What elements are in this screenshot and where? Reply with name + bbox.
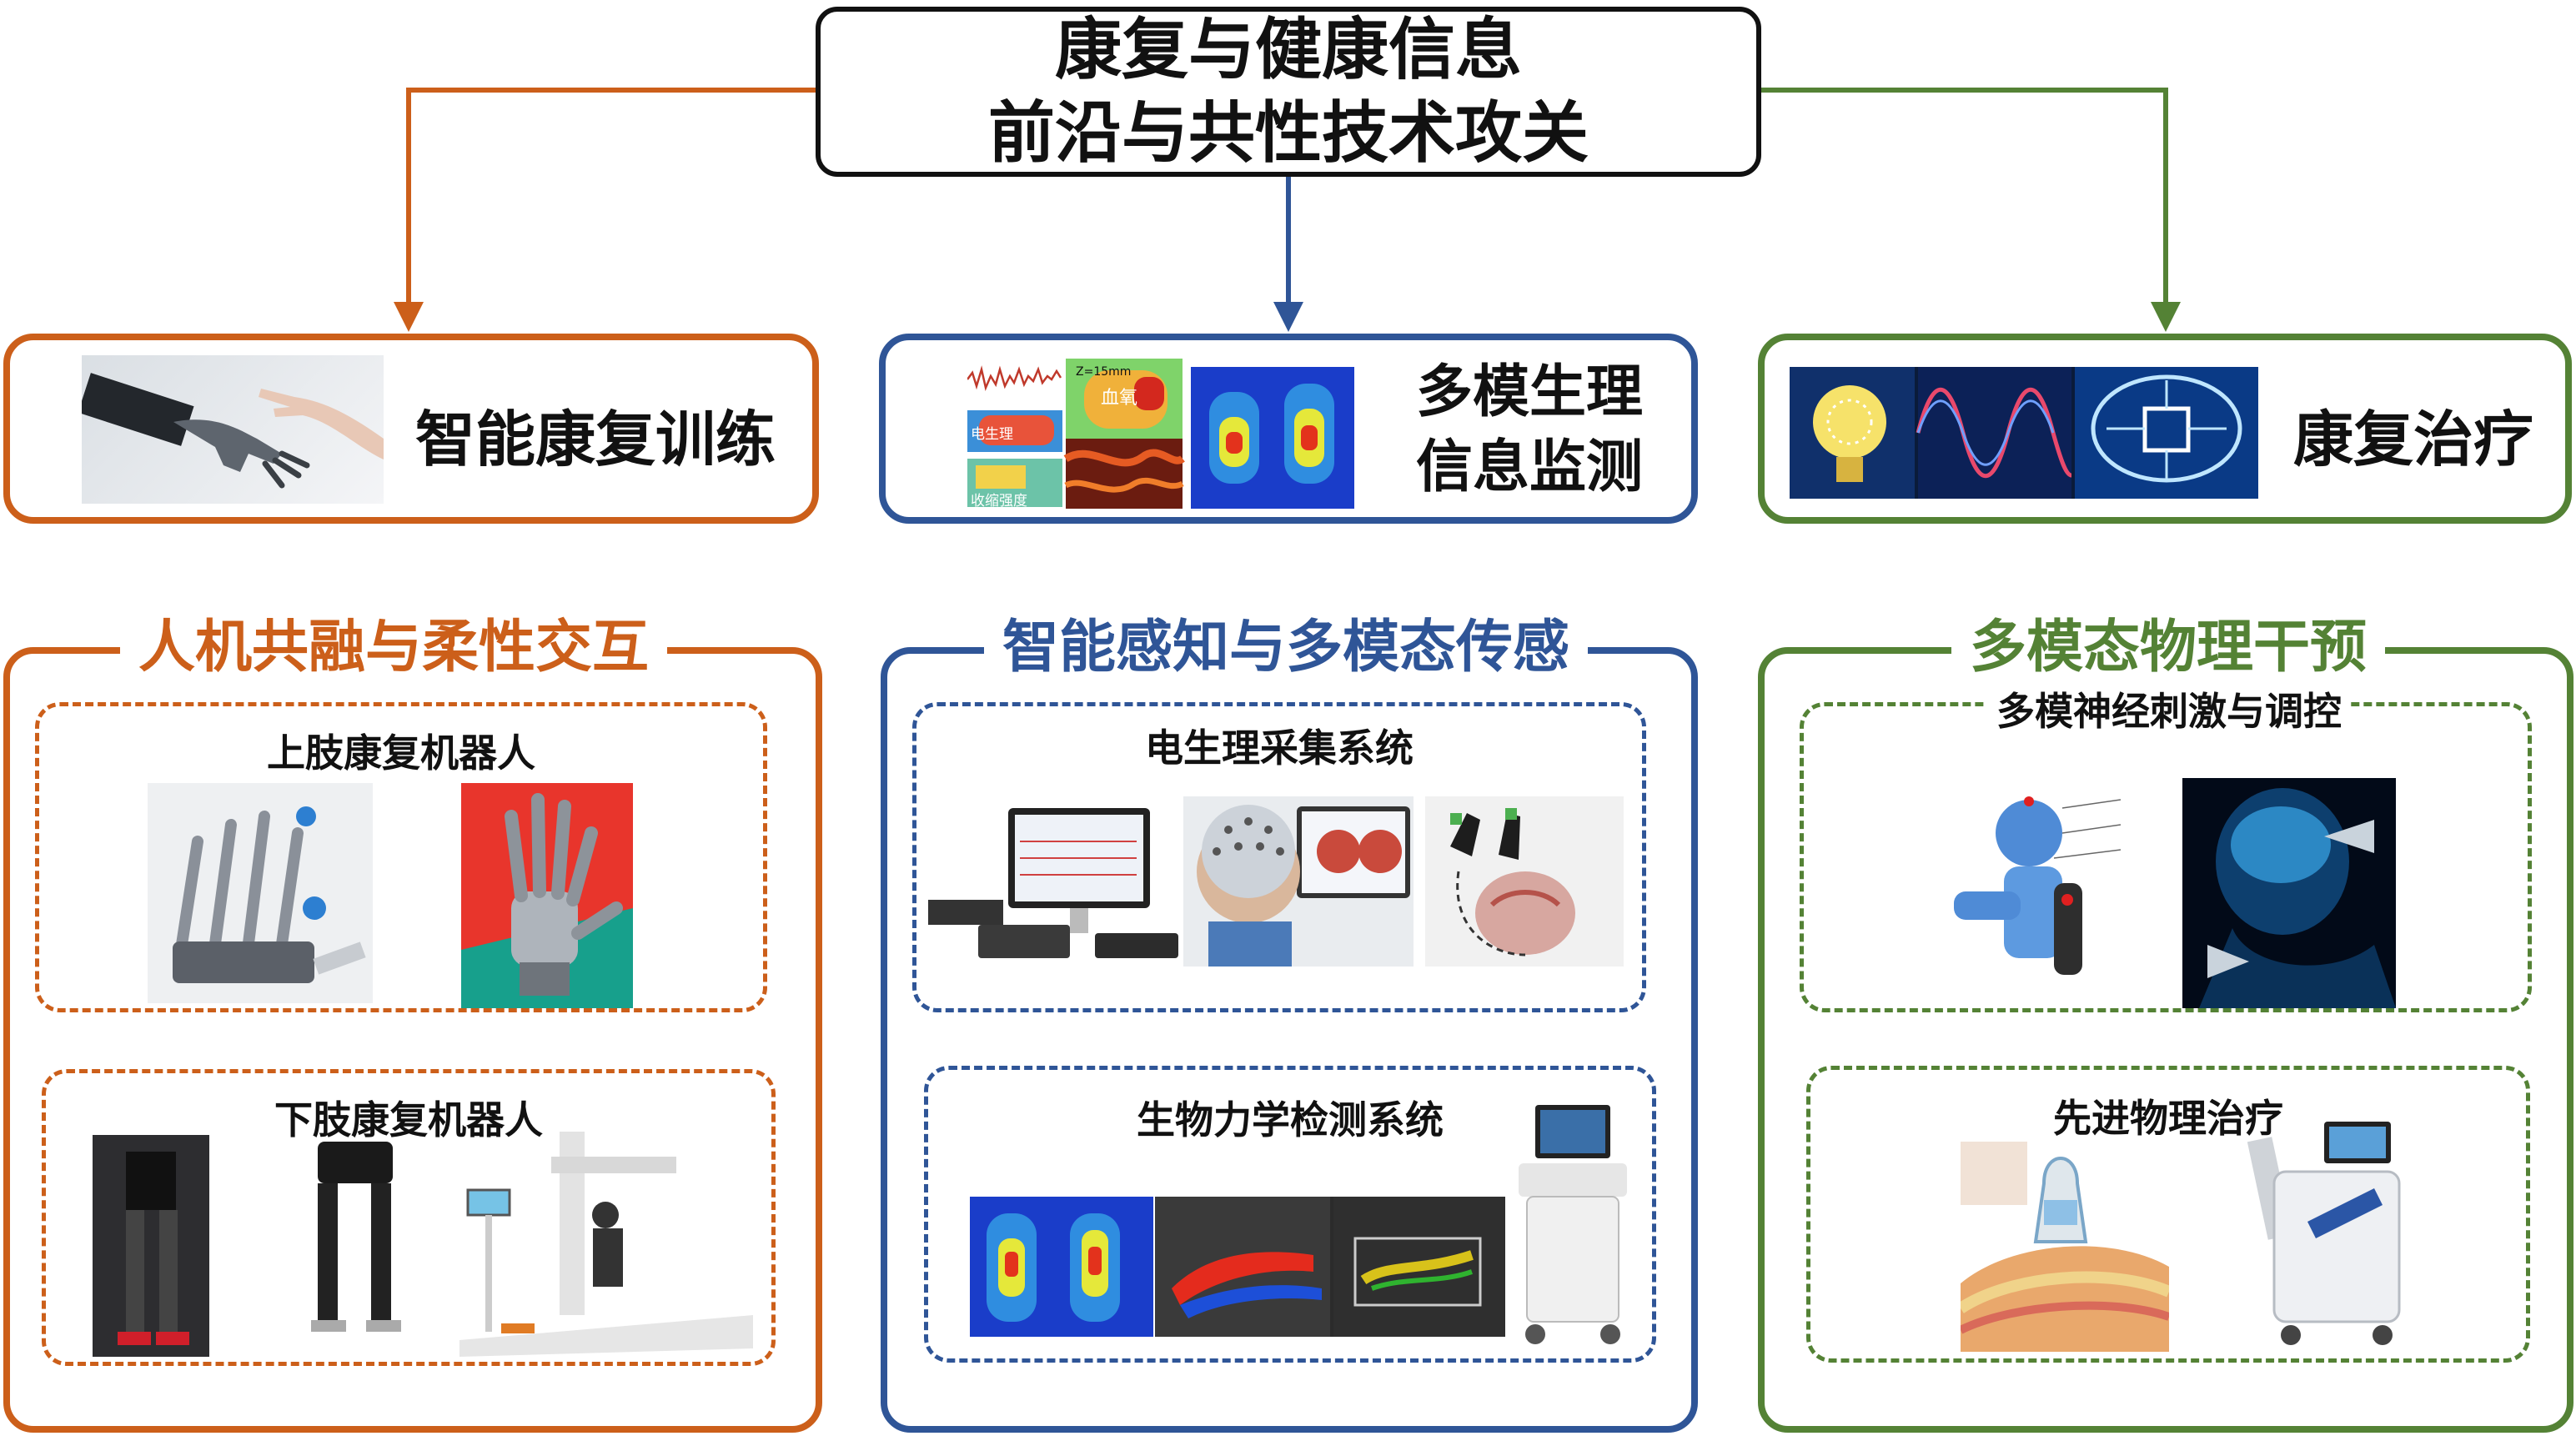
category-label-rehab-therapy: 康复治疗	[2293, 404, 2534, 474]
brain-signal-hand-image	[1425, 796, 1624, 967]
robotic-hand-image	[82, 355, 384, 504]
category-label-rehab-training: 智能康复训练	[415, 404, 776, 474]
section-title-physical-intervention: 多模态物理干预	[1951, 600, 2386, 683]
group-label-biomechanics: 生物力学检测系统	[1137, 1097, 1444, 1142]
group-neurostimulation: 多模神经刺激与调控	[1800, 681, 2532, 1012]
robotic-hand-image	[461, 783, 633, 1008]
tag-contraction: 收缩强度	[971, 493, 1027, 509]
group-electrophysiology: 电生理采集系统	[912, 702, 1646, 1012]
group-label-lower-limb: 下肢康复机器人	[274, 1097, 543, 1142]
main-title-line2: 前沿与共性技术攻关	[988, 94, 1589, 172]
main-title-line1: 康复与健康信息	[1055, 11, 1522, 88]
group-physical-therapy: 先进物理治疗	[1806, 1066, 2530, 1363]
category-label-physio-line2: 信息监测	[1416, 434, 1644, 500]
group-label-electrophysiology: 电生理采集系统	[1145, 726, 1414, 771]
main-title-box: 康复与健康信息 前沿与共性技术攻关	[816, 7, 1761, 177]
category-label-physio-line1: 多模生理	[1416, 359, 1644, 425]
therapy-images	[1790, 367, 2258, 499]
acquisition-system-image	[928, 808, 1182, 965]
ultrasound-doppler-image	[1155, 1197, 1505, 1337]
category-label-physio-monitoring: 多模生理 信息监测	[1416, 355, 1643, 505]
connector-orange	[394, 88, 816, 332]
hand-exoskeleton-image	[148, 783, 373, 1003]
ultrasound-cart-image	[1510, 1105, 1635, 1348]
pressure-heatmap-image	[970, 1197, 1153, 1337]
exoskeleton-black-image	[93, 1135, 209, 1357]
group-label-upper-limb: 上肢康复机器人	[267, 731, 535, 776]
category-physio-monitoring: Z=15mm 血氧 电生理 收缩强度 多模生理 信息监测	[879, 334, 1698, 524]
therapy-device-cart-image	[2241, 1122, 2408, 1352]
group-label-physical-therapy: 先进物理治疗	[2053, 1096, 2283, 1141]
tag-electrophysiology: 电生理	[971, 426, 1013, 443]
tag-blood-oxygen: 血氧	[1101, 388, 1137, 409]
group-upper-limb: 上肢康复机器人	[35, 702, 767, 1012]
group-lower-limb: 下肢康复机器人	[42, 1069, 776, 1366]
section-title-human-machine: 人机共融与柔性交互	[120, 600, 668, 683]
eeg-cap-subject-image	[1183, 796, 1414, 967]
transcranial-stimulation-image	[2182, 778, 2396, 1008]
stimulation-sites-figure	[1929, 783, 2171, 1008]
category-rehab-training: 智能康复训练	[3, 334, 819, 524]
group-label-neurostimulation: 多模神经刺激与调控	[1987, 681, 2351, 736]
connector-green	[1761, 88, 2181, 332]
pelvic-anatomy-probe-image	[1961, 1142, 2169, 1352]
category-rehab-therapy: 康复治疗	[1758, 334, 2572, 524]
tag-z15: Z=15mm	[1076, 365, 1131, 379]
section-title-sensing: 智能感知与多模态传感	[984, 600, 1589, 683]
exoskeleton-legs-image	[301, 1142, 409, 1350]
gait-training-system-image	[451, 1123, 753, 1357]
physio-monitoring-images: Z=15mm 血氧 电生理 收缩强度	[967, 359, 1354, 509]
group-biomechanics: 生物力学检测系统	[924, 1066, 1656, 1363]
